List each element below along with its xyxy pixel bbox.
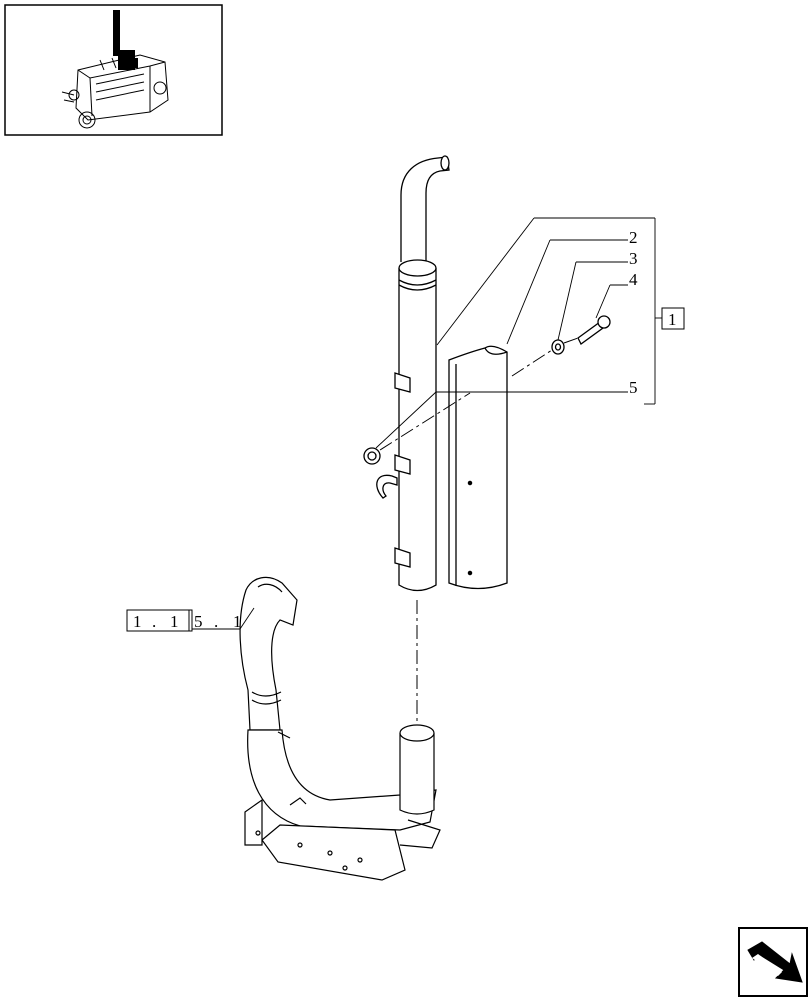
exhaust-elbow-pipe — [239, 576, 441, 881]
washer-part — [551, 339, 565, 355]
assembly-centerlines — [379, 337, 579, 722]
callout-5: 5 — [629, 378, 638, 397]
group-box-label: 1 — [668, 310, 677, 329]
xref-part-2: . — [152, 612, 156, 631]
xref-part-1: 1 — [133, 612, 142, 631]
xref-part-6: 1 — [233, 612, 242, 631]
xref-part-5: . — [214, 612, 218, 631]
callout-2: 2 — [629, 228, 638, 247]
next-page-arrow-icon[interactable] — [738, 927, 808, 997]
xref-part-4: 5 — [194, 612, 203, 631]
cross-reference-box[interactable]: 1 . 1 5 . 1 — [126, 609, 242, 632]
exhaust-stack-pipe — [376, 155, 450, 592]
bolt-part — [577, 315, 611, 345]
nut-part — [363, 447, 381, 465]
callout-4: 4 — [629, 270, 638, 289]
xref-part-3: 1 — [170, 612, 179, 631]
engine-location-thumbnail — [4, 4, 223, 136]
heat-shield — [448, 345, 508, 590]
group-box-1: 1 — [661, 307, 685, 330]
callout-leaders — [192, 217, 662, 630]
callout-3: 3 — [629, 249, 638, 268]
